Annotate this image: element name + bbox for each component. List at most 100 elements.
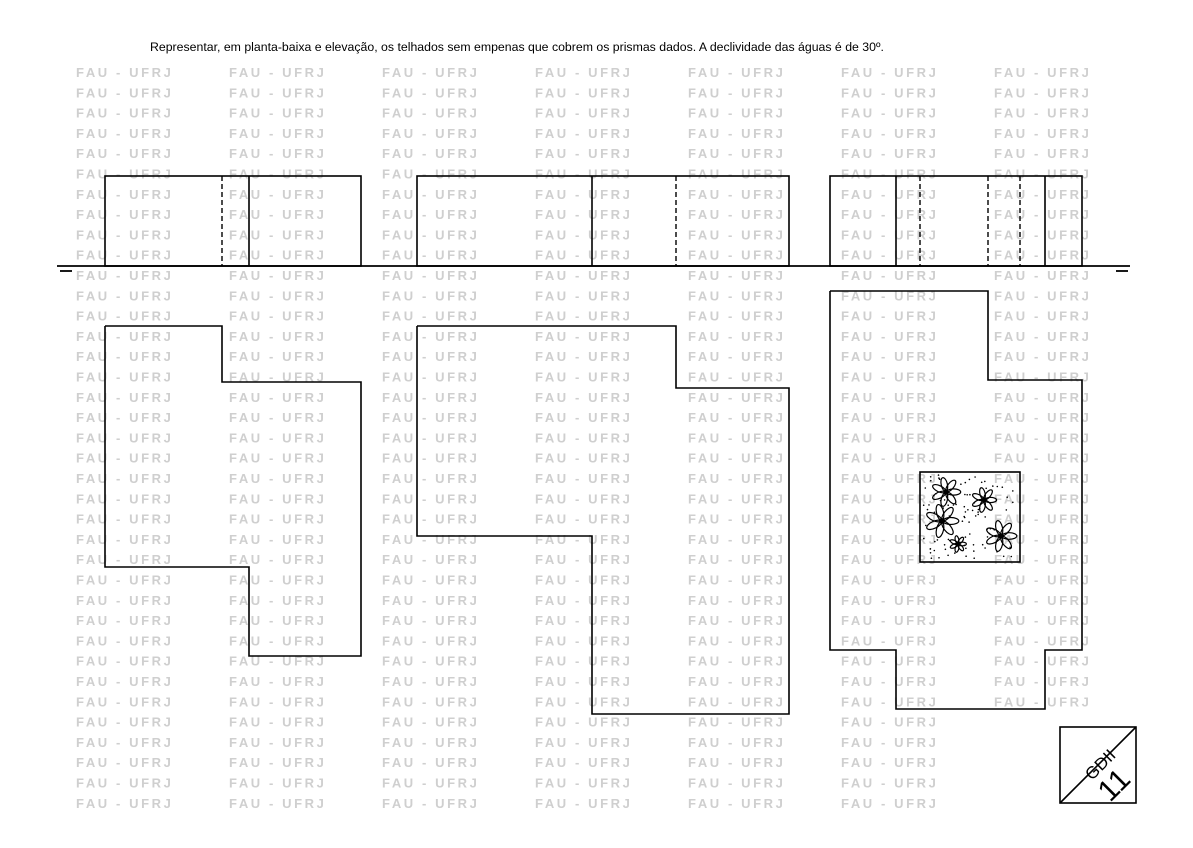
watermark-text: FAU - UFRJ <box>994 532 1092 547</box>
sheet-stamp: GDII 11 <box>1059 726 1137 808</box>
watermark-text: FAU - UFRJ <box>994 471 1092 486</box>
stipple-dot <box>981 543 984 546</box>
stipple-dot <box>926 508 929 511</box>
stipple-dot <box>936 539 939 541</box>
stipple-dot <box>968 521 970 523</box>
watermark-text: FAU - UFRJ <box>688 370 786 385</box>
watermark-text: FAU - UFRJ <box>994 370 1092 385</box>
watermark-text: FAU - UFRJ <box>994 126 1092 141</box>
watermark-text: FAU - UFRJ <box>382 268 480 283</box>
watermark-text: FAU - UFRJ <box>841 532 939 547</box>
watermark-text: FAU - UFRJ <box>688 694 786 709</box>
stipple-dot <box>966 494 968 496</box>
watermark-text: FAU - UFRJ <box>229 491 327 506</box>
watermark-text: FAU - UFRJ <box>382 248 480 263</box>
watermark-text: FAU - UFRJ <box>229 755 327 770</box>
watermark-text: FAU - UFRJ <box>841 735 939 750</box>
watermark-text: FAU - UFRJ <box>994 552 1092 567</box>
watermark-text: FAU - UFRJ <box>841 65 939 80</box>
watermark-text: FAU - UFRJ <box>841 613 939 628</box>
watermark-text: FAU - UFRJ <box>841 187 939 202</box>
watermark-text: FAU - UFRJ <box>229 715 327 730</box>
stipple-dot <box>965 555 967 557</box>
watermark-text: FAU - UFRJ <box>688 755 786 770</box>
watermark-text: FAU - UFRJ <box>535 694 633 709</box>
watermark-text: FAU - UFRJ <box>535 268 633 283</box>
stipple-dot <box>964 481 967 484</box>
watermark-text: FAU - UFRJ <box>535 349 633 364</box>
watermark-text: FAU - UFRJ <box>229 451 327 466</box>
watermark-text: FAU - UFRJ <box>841 633 939 648</box>
flower-icon <box>949 535 968 553</box>
watermark-text: FAU - UFRJ <box>535 288 633 303</box>
stipple-dot <box>1009 546 1011 549</box>
stipple-dot <box>973 550 975 552</box>
stipple-dot <box>952 504 955 506</box>
watermark-text: FAU - UFRJ <box>76 735 174 750</box>
watermark-text: FAU - UFRJ <box>841 268 939 283</box>
stipple-dot <box>992 485 994 487</box>
elevation-3 <box>829 175 1083 267</box>
watermark-text: FAU - UFRJ <box>688 552 786 567</box>
elevation-1 <box>104 175 362 267</box>
stipple-dot <box>985 497 987 500</box>
watermark-text: FAU - UFRJ <box>994 187 1092 202</box>
watermark-text: FAU - UFRJ <box>229 207 327 222</box>
watermark-text: FAU - UFRJ <box>688 126 786 141</box>
watermark-text: FAU - UFRJ <box>382 370 480 385</box>
watermark-text: FAU - UFRJ <box>535 573 633 588</box>
watermark-text: FAU - UFRJ <box>229 187 327 202</box>
watermark-text: FAU - UFRJ <box>382 187 480 202</box>
stipple-dot <box>922 504 925 507</box>
watermark-text: FAU - UFRJ <box>382 633 480 648</box>
watermark-text: FAU - UFRJ <box>994 268 1092 283</box>
watermark-text: FAU - UFRJ <box>841 593 939 608</box>
watermark-text: FAU - UFRJ <box>535 451 633 466</box>
watermark-text: FAU - UFRJ <box>841 796 939 811</box>
stipple-dot <box>968 478 971 481</box>
watermark-text: FAU - UFRJ <box>382 85 480 100</box>
stipple-dot <box>938 557 940 559</box>
stipple-dot <box>943 544 946 546</box>
watermark-text: FAU - UFRJ <box>76 573 174 588</box>
watermark-text: FAU - UFRJ <box>688 633 786 648</box>
watermark-text: FAU - UFRJ <box>535 593 633 608</box>
plan-3 <box>829 290 1083 710</box>
watermark-text: FAU - UFRJ <box>688 65 786 80</box>
stipple-dot <box>923 537 925 540</box>
watermark-text: FAU - UFRJ <box>382 776 480 791</box>
watermark-text: FAU - UFRJ <box>535 207 633 222</box>
watermark-text: FAU - UFRJ <box>229 410 327 425</box>
watermark-text: FAU - UFRJ <box>535 633 633 648</box>
watermark-text: FAU - UFRJ <box>994 349 1092 364</box>
watermark-text: FAU - UFRJ <box>76 755 174 770</box>
stipple-dot <box>963 505 966 508</box>
watermark-text: FAU - UFRJ <box>76 410 174 425</box>
stipple-dot <box>943 499 946 501</box>
watermark-text: FAU - UFRJ <box>229 532 327 547</box>
stipple-dot <box>933 494 935 497</box>
watermark-text: FAU - UFRJ <box>382 329 480 344</box>
watermark-text: FAU - UFRJ <box>688 106 786 121</box>
watermark-text: FAU - UFRJ <box>382 288 480 303</box>
stipple-dot <box>948 539 951 542</box>
watermark-text: FAU - UFRJ <box>841 430 939 445</box>
watermark-text: FAU - UFRJ <box>994 430 1092 445</box>
watermark-text: FAU - UFRJ <box>76 491 174 506</box>
watermark-text: FAU - UFRJ <box>535 227 633 242</box>
watermark-text: FAU - UFRJ <box>229 288 327 303</box>
watermark-text: FAU - UFRJ <box>688 329 786 344</box>
watermark-text: FAU - UFRJ <box>382 65 480 80</box>
watermark-text: FAU - UFRJ <box>841 694 939 709</box>
watermark-text: FAU - UFRJ <box>76 694 174 709</box>
watermark-text: FAU - UFRJ <box>994 674 1092 689</box>
watermark-text: FAU - UFRJ <box>688 735 786 750</box>
watermark-text: FAU - UFRJ <box>229 512 327 527</box>
watermark-text: FAU - UFRJ <box>841 288 939 303</box>
watermark-text: FAU - UFRJ <box>535 248 633 263</box>
watermark-text: FAU - UFRJ <box>76 532 174 547</box>
watermark-text: FAU - UFRJ <box>841 674 939 689</box>
watermark-text: FAU - UFRJ <box>76 613 174 628</box>
watermark-text: FAU - UFRJ <box>229 633 327 648</box>
stipple-dot <box>989 527 992 530</box>
